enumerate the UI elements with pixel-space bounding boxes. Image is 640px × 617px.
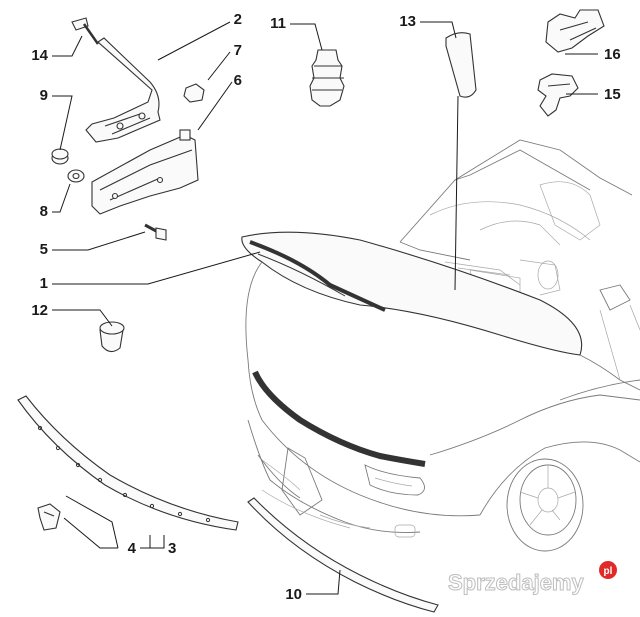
- callout-13: 13: [399, 13, 416, 30]
- part-6-bracket: [91, 129, 199, 215]
- part-12-buffer: [99, 321, 125, 353]
- part-5-bolt: [144, 223, 167, 241]
- callout-2: 2: [234, 11, 242, 28]
- part-11-bump-stop: [309, 49, 345, 107]
- callout-4: 4: [128, 540, 137, 557]
- callout-16: 16: [604, 46, 621, 63]
- callout-6: 6: [234, 72, 242, 89]
- callout-5: 5: [40, 241, 48, 258]
- watermark-logo: Sprzedajemy pl: [448, 561, 617, 596]
- part-16-clip: [545, 9, 605, 53]
- callout-14: 14: [31, 47, 48, 64]
- callout-15: 15: [604, 86, 621, 103]
- part-9-bush: [51, 148, 69, 165]
- part-3-trim-strip: [17, 395, 239, 531]
- leader-lines: [52, 21, 598, 595]
- callout-labels: 2 7 6 14 9 8 5 1 12 11 13 16 15 4 3 10: [31, 11, 620, 603]
- part-13-cover: [445, 32, 477, 98]
- callout-8: 8: [40, 203, 48, 220]
- watermark-suffix: pl: [604, 566, 613, 577]
- part-14-bolt: [71, 17, 100, 45]
- callout-12: 12: [31, 302, 48, 319]
- callout-7: 7: [234, 42, 242, 59]
- part-10-lower-seal: [247, 497, 439, 613]
- watermark-badge: [599, 561, 617, 579]
- callout-10: 10: [285, 586, 302, 603]
- callout-1: 1: [40, 275, 48, 292]
- part-15-clip: [537, 73, 579, 117]
- hood-front-seal: [252, 370, 426, 467]
- part-8-washer: [67, 169, 85, 183]
- callout-3: 3: [168, 540, 176, 557]
- car-outline: [241, 139, 640, 552]
- callout-9: 9: [40, 87, 48, 104]
- callout-11: 11: [270, 15, 286, 32]
- watermark-text: Sprzedajemy: [448, 570, 584, 595]
- part-7-nut: [183, 83, 205, 103]
- part-2-hinge: [85, 37, 161, 143]
- part-4-clip: [37, 503, 61, 531]
